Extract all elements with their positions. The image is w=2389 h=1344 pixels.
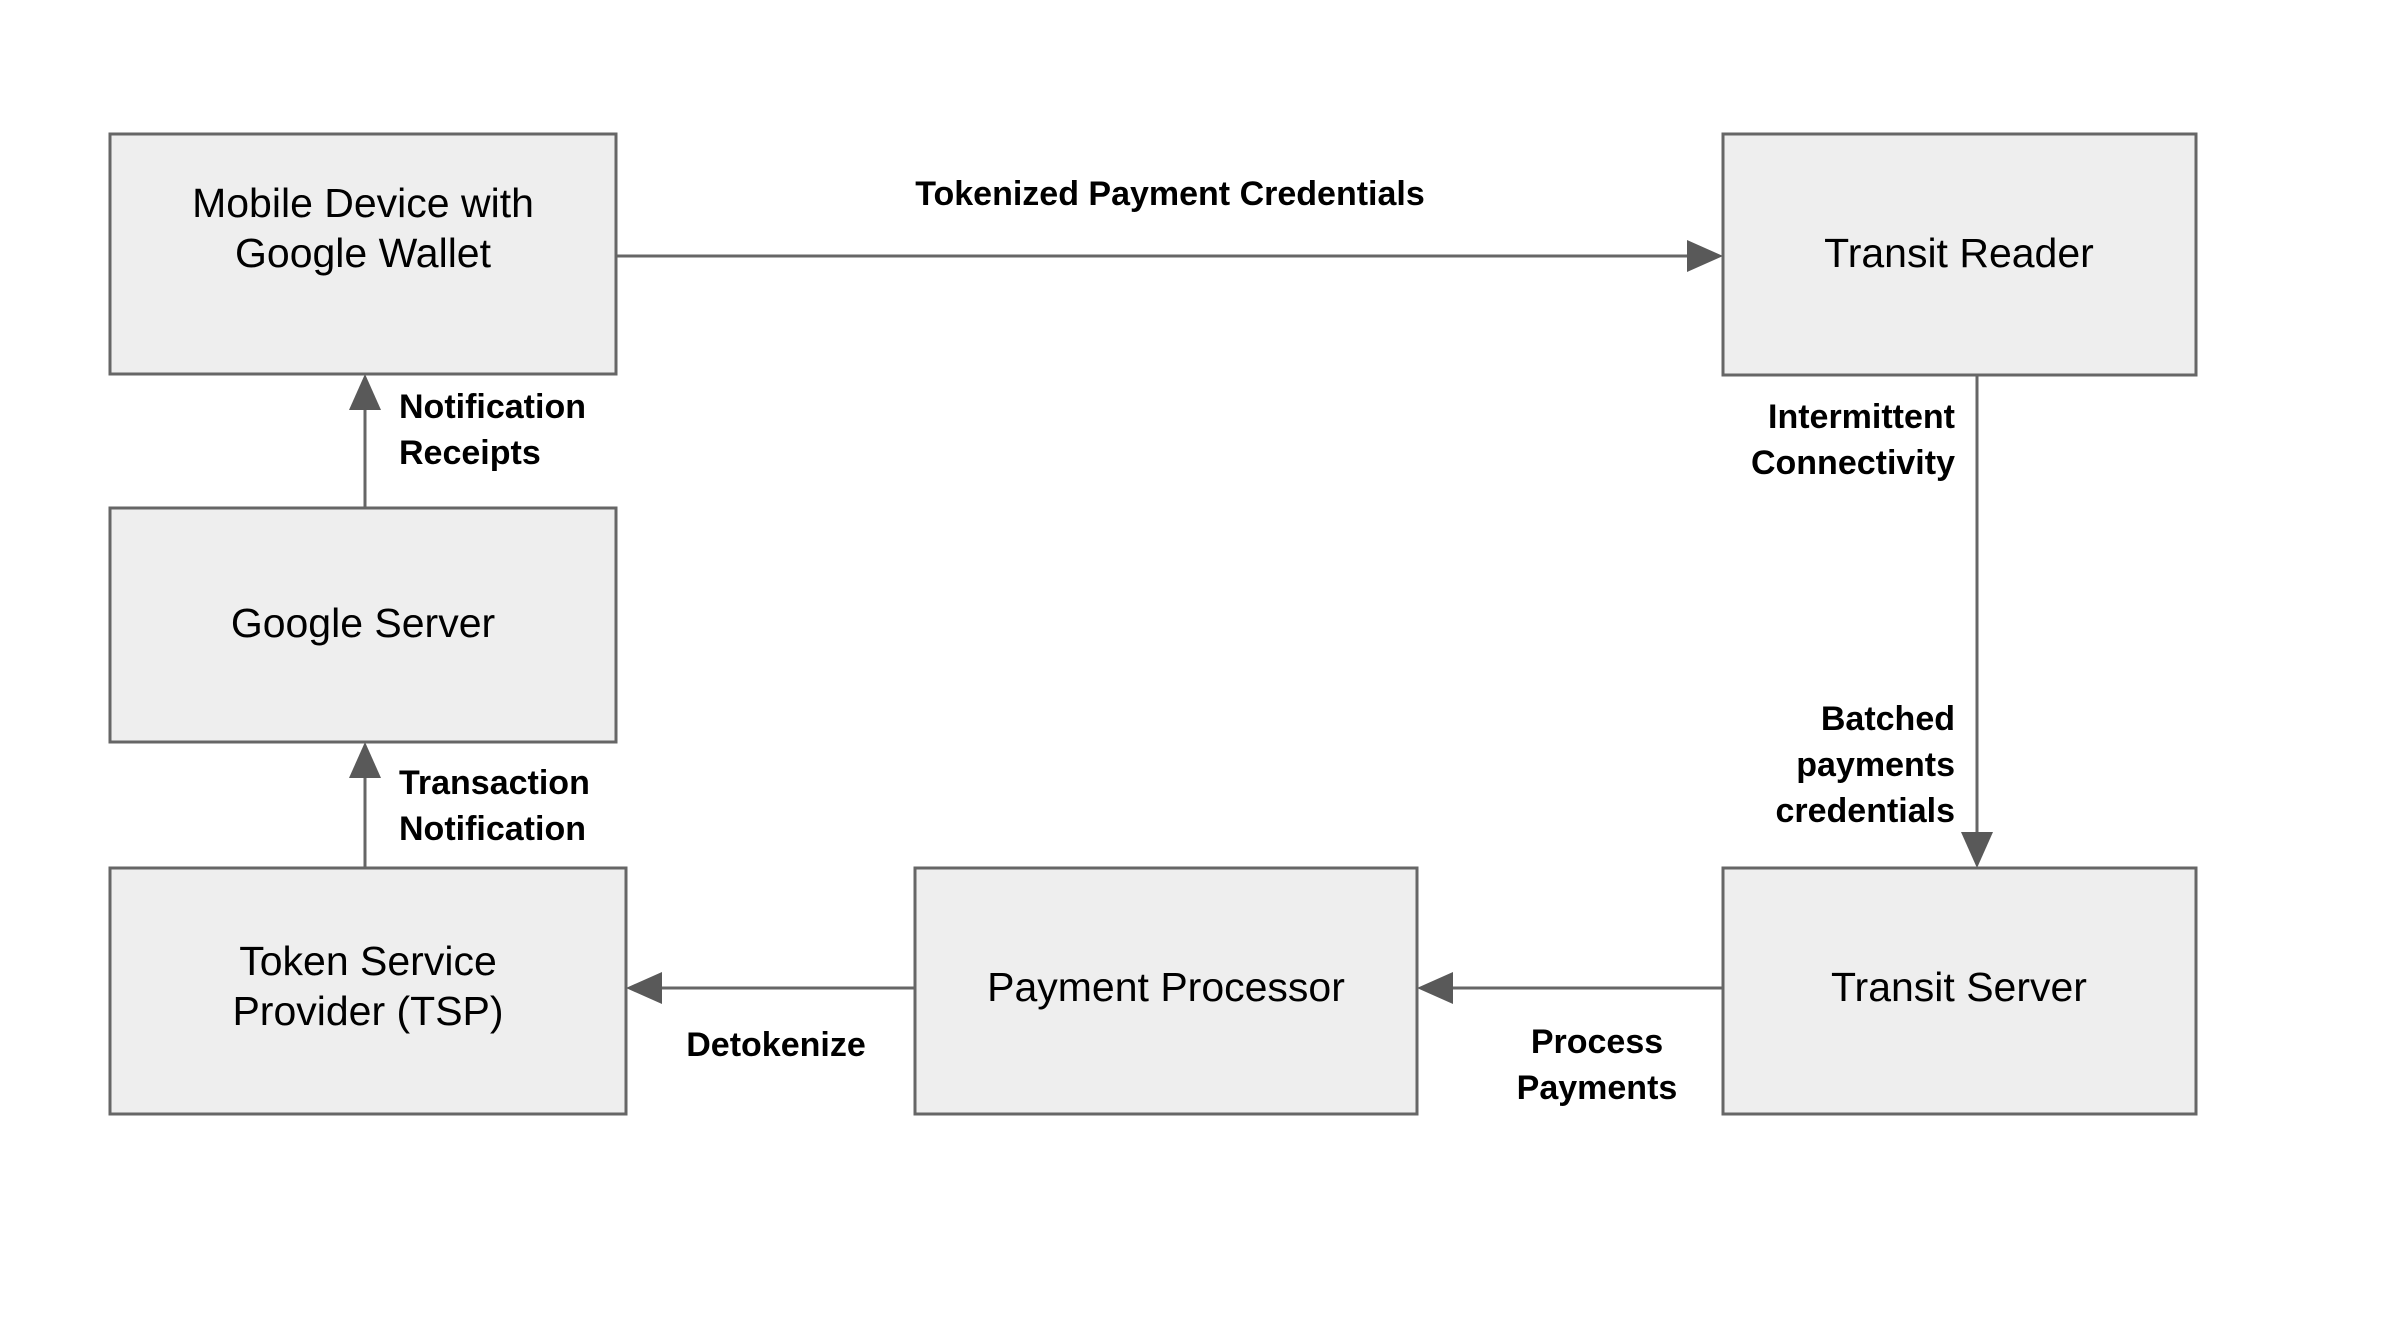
arrowhead-up-icon <box>349 374 381 410</box>
edge-label-notification-receipts-line2: Receipts <box>399 434 541 472</box>
node-label-token-service-provider-line1: Token Service <box>239 938 497 984</box>
edge-label-batched-payments-credentials-line1: Batched <box>1821 700 1955 738</box>
node-label-mobile-device-line1: Mobile Device with <box>192 180 534 226</box>
edge-transaction-notification: Transaction Notification <box>349 742 590 868</box>
node-token-service-provider[interactable]: Token Service Provider (TSP) <box>108 866 628 1116</box>
node-box-token-service-provider[interactable] <box>108 866 628 1116</box>
node-label-mobile-device-line2: Google Wallet <box>235 230 492 276</box>
node-label-google-server: Google Server <box>231 600 495 646</box>
node-label-payment-processor: Payment Processor <box>987 964 1345 1010</box>
edge-transit-reader-to-transit-server: Intermittent Connectivity Batched paymen… <box>1751 375 1993 868</box>
edge-label-detokenize: Detokenize <box>686 1026 866 1064</box>
node-transit-server[interactable]: Transit Server <box>1721 866 2198 1116</box>
edge-label-notification-receipts-line1: Notification <box>399 388 586 426</box>
node-label-transit-server: Transit Server <box>1831 964 2087 1010</box>
node-box-payment-processor[interactable] <box>913 866 1419 1116</box>
edge-label-process-payments-line2: Payments <box>1517 1069 1678 1107</box>
arrowhead-down-icon <box>1961 832 1993 868</box>
arrowhead-left-icon <box>1417 972 1453 1004</box>
edge-label-batched-payments-credentials-line2: payments <box>1796 746 1955 784</box>
edge-label-tokenized-payment-credentials: Tokenized Payment Credentials <box>915 175 1425 213</box>
edge-label-intermittent-connectivity-line1: Intermittent <box>1768 398 1955 436</box>
node-box-mobile-device[interactable] <box>108 132 618 376</box>
node-transit-reader[interactable]: Transit Reader <box>1721 132 2198 377</box>
edge-process-payments: Process Payments <box>1417 972 1723 1107</box>
node-label-transit-reader: Transit Reader <box>1824 230 2094 276</box>
node-mobile-device[interactable]: Mobile Device with Google Wallet <box>108 132 618 376</box>
edge-detokenize: Detokenize <box>626 972 915 1064</box>
arrowhead-up-icon <box>349 742 381 778</box>
arrowhead-left-icon <box>626 972 662 1004</box>
node-payment-processor[interactable]: Payment Processor <box>913 866 1419 1116</box>
edge-label-process-payments-line1: Process <box>1531 1023 1663 1061</box>
node-box-google-server[interactable] <box>108 506 618 744</box>
edge-label-batched-payments-credentials-line3: credentials <box>1775 792 1955 830</box>
node-label-token-service-provider-line2: Provider (TSP) <box>232 988 503 1034</box>
edge-notification-receipts: Notification Receipts <box>349 374 586 508</box>
node-google-server[interactable]: Google Server <box>108 506 618 744</box>
edge-label-transaction-notification-line2: Notification <box>399 810 586 848</box>
arrowhead-right-icon <box>1687 240 1723 272</box>
edge-tokenized-payment-credentials: Tokenized Payment Credentials <box>616 175 1723 272</box>
node-box-transit-reader[interactable] <box>1721 132 2198 377</box>
node-box-transit-server[interactable] <box>1721 866 2198 1116</box>
edge-label-transaction-notification-line1: Transaction <box>399 764 590 802</box>
edge-label-intermittent-connectivity-line2: Connectivity <box>1751 444 1955 482</box>
